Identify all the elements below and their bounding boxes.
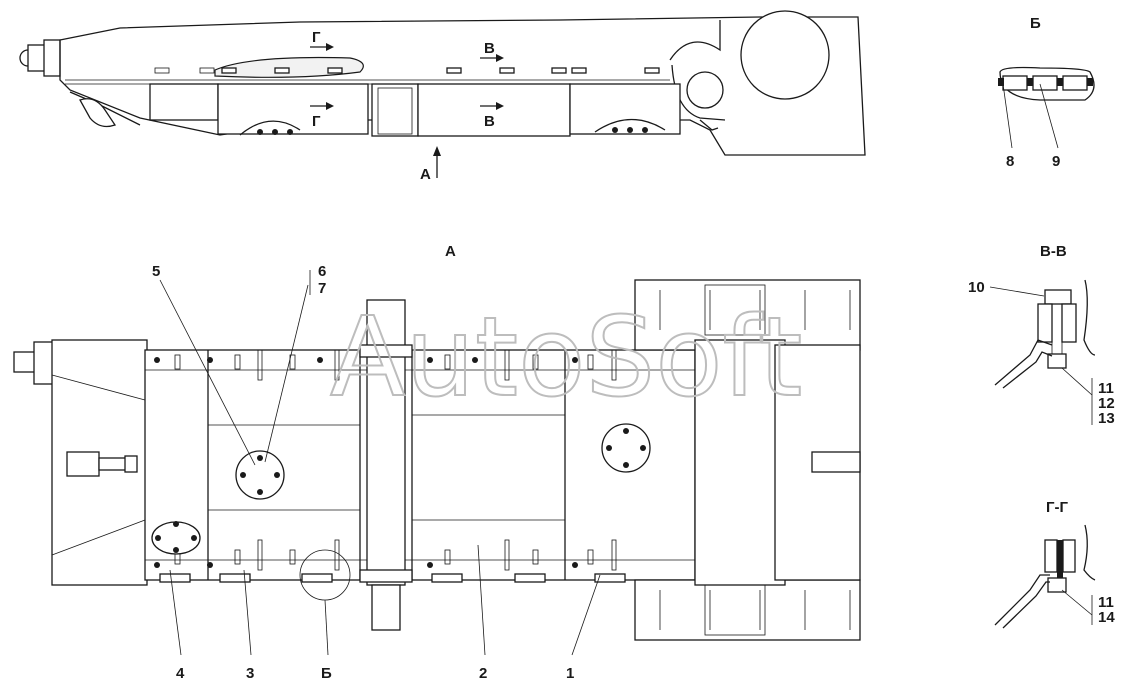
svg-text:5: 5 — [152, 263, 160, 280]
section-marker-g-bottom: Г — [310, 102, 334, 130]
svg-text:Г: Г — [312, 29, 321, 46]
svg-text:В-В: В-В — [1040, 243, 1067, 260]
svg-text:А: А — [420, 166, 431, 183]
svg-text:13: 13 — [1098, 410, 1115, 427]
svg-text:Г-Г: Г-Г — [1046, 499, 1068, 516]
rear-hub-circle — [740, 10, 830, 100]
center-block — [371, 83, 419, 137]
detail-b-view: Б 8 9 — [998, 15, 1095, 170]
section-vv: В-В 10 11 12 13 — [968, 243, 1115, 427]
side-view-frame: Г В Г В А — [19, 10, 866, 183]
svg-text:11: 11 — [1098, 380, 1114, 397]
svg-text:6: 6 — [318, 263, 326, 280]
rear-hole — [686, 71, 724, 109]
svg-text:8: 8 — [1006, 153, 1014, 170]
svg-text:14: 14 — [1098, 609, 1115, 626]
svg-text:12: 12 — [1098, 395, 1115, 412]
section-marker-v-top: В — [480, 40, 504, 62]
svg-text:В: В — [484, 113, 495, 130]
top-bolt-row — [154, 67, 660, 74]
svg-text:Г: Г — [312, 113, 321, 130]
hatch-right — [601, 423, 651, 473]
section-gg: Г-Г 11 14 — [994, 499, 1115, 629]
svg-text:4: 4 — [176, 665, 185, 682]
svg-text:10: 10 — [968, 279, 985, 296]
svg-text:9: 9 — [1052, 153, 1060, 170]
view-a-title: А — [445, 243, 456, 260]
svg-text:Б: Б — [1030, 15, 1041, 32]
svg-text:3: 3 — [246, 665, 254, 682]
section-marker-v-bottom: В — [480, 102, 504, 130]
plan-callouts: 5 6 7 4 3 Б 2 1 — [152, 263, 601, 682]
rear-housing — [694, 339, 786, 586]
hatch-front — [151, 521, 201, 555]
watermark: AutoSoft — [330, 293, 802, 421]
svg-text:2: 2 — [479, 665, 487, 682]
svg-text:В: В — [484, 40, 495, 57]
section-marker-g-top: Г — [310, 29, 334, 51]
svg-text:1: 1 — [566, 665, 574, 682]
main-frame — [144, 349, 696, 581]
svg-text:7: 7 — [318, 280, 326, 297]
svg-text:11: 11 — [1098, 594, 1114, 611]
hatch-left — [235, 450, 285, 500]
view-a-arrow: А — [420, 146, 441, 183]
plan-view — [13, 279, 861, 641]
svg-text:Б: Б — [321, 665, 332, 682]
